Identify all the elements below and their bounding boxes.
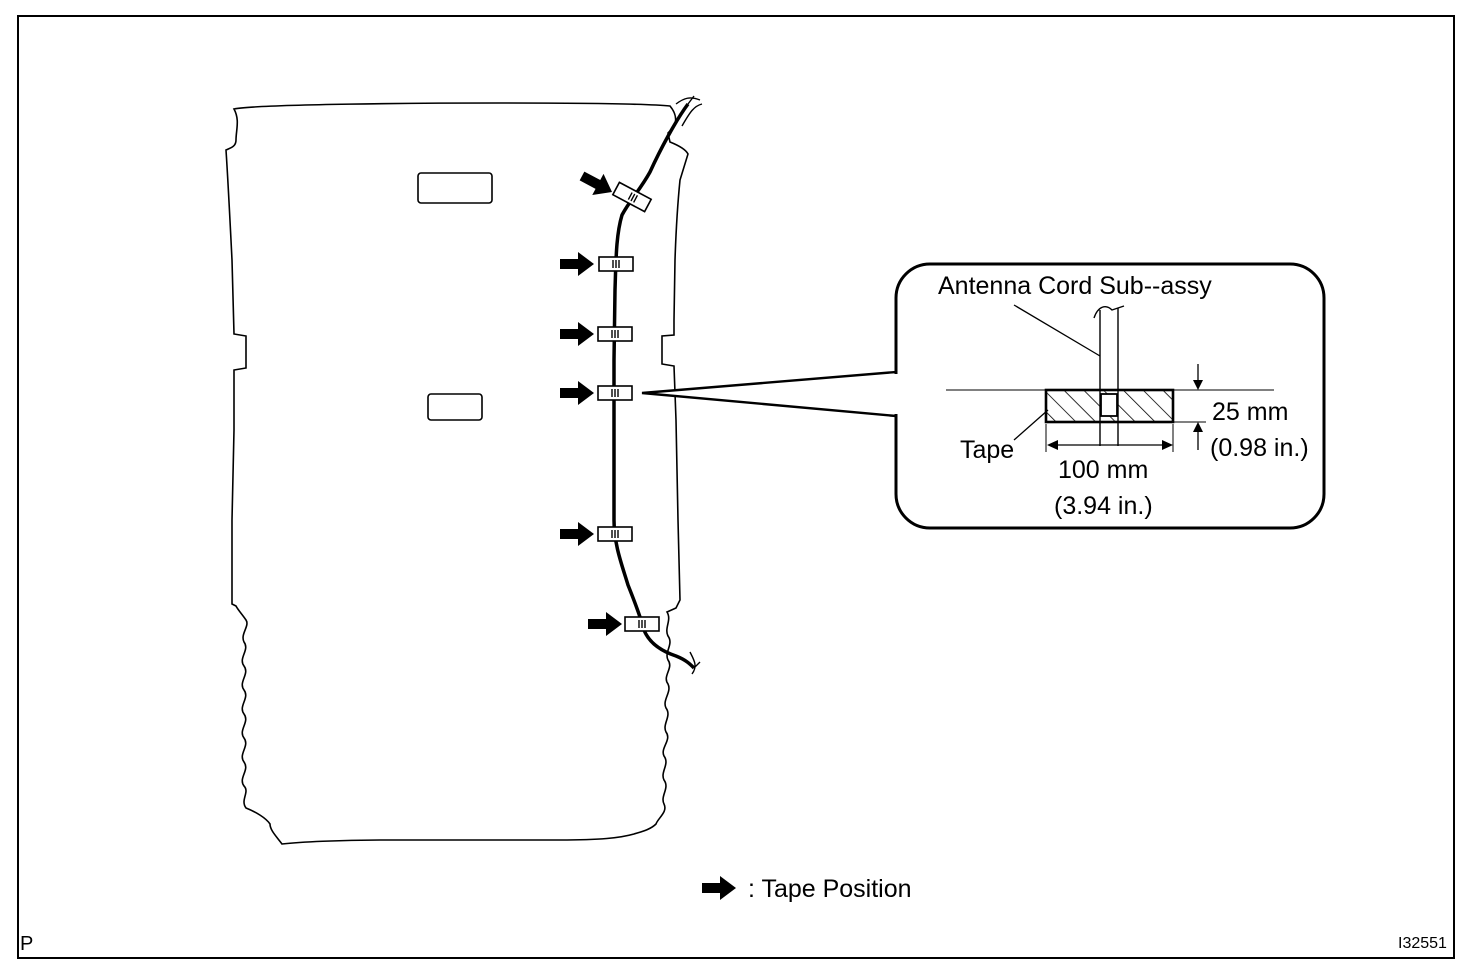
length-mm-label: 100 mm xyxy=(1058,456,1148,484)
antenna-cord-bottom-end xyxy=(689,651,701,675)
length-dim-arrowhead-left xyxy=(1047,440,1058,450)
legend-arrow-icon xyxy=(702,876,736,900)
antenna-cord-top-end xyxy=(675,95,703,127)
figure-id: I32551 xyxy=(1398,935,1447,952)
length-dim-arrowhead-right xyxy=(1162,440,1173,450)
callout-leader xyxy=(641,370,898,418)
tape-mark-5 xyxy=(597,526,633,542)
cord-under-tape xyxy=(1100,393,1118,417)
antenna-cord-label-leader xyxy=(1013,304,1101,357)
tape-label-leader xyxy=(1013,409,1049,441)
tape-mark-2 xyxy=(598,256,634,272)
tape-position-arrow-3 xyxy=(560,322,594,346)
width-dim-arrowhead-bottom xyxy=(1193,422,1203,432)
tape-position-arrow-4 xyxy=(560,381,594,405)
tape-label: Tape xyxy=(960,436,1014,464)
figure-frame xyxy=(17,15,1455,959)
tape-mark-3 xyxy=(597,326,633,342)
tape-position-arrow-2 xyxy=(560,252,594,276)
tape-mark-4 xyxy=(597,385,633,401)
length-in-label: (3.94 in.) xyxy=(1054,492,1153,520)
dome-light-cutout xyxy=(427,393,483,421)
headliner-outline xyxy=(225,102,689,845)
antenna-cord-label: Antenna Cord Sub--assy xyxy=(938,272,1212,300)
tape-position-arrow-1 xyxy=(576,165,618,203)
cord-top-curl xyxy=(1093,305,1125,319)
tape-mark-6 xyxy=(624,616,660,632)
legend-text: : Tape Position xyxy=(748,875,912,903)
corner-mark-left: P xyxy=(20,933,33,955)
tape-position-arrow-6 xyxy=(588,612,622,636)
width-in-label: (0.98 in.) xyxy=(1210,434,1309,462)
tape-position-arrow-5 xyxy=(560,522,594,546)
upper-cutout xyxy=(417,172,493,204)
tape-mark-1 xyxy=(611,181,653,213)
width-mm-label: 25 mm xyxy=(1212,398,1288,426)
width-dim-arrowhead-top xyxy=(1193,380,1203,390)
